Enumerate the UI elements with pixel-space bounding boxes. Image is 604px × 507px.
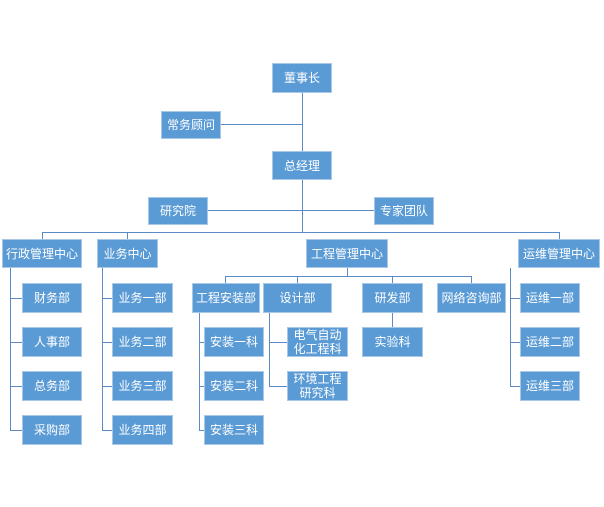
connector bbox=[42, 232, 560, 233]
node-ops-center[interactable]: 运维管理中心 bbox=[518, 239, 600, 268]
node-eng-dept[interactable]: 研发部 bbox=[362, 283, 423, 313]
connector bbox=[42, 232, 43, 239]
connector bbox=[10, 268, 11, 430]
connector bbox=[225, 276, 472, 277]
node-admin-dept[interactable]: 采购部 bbox=[22, 415, 82, 445]
connector bbox=[559, 232, 560, 239]
node-admin-dept[interactable]: 人事部 bbox=[22, 327, 82, 357]
node-advisor[interactable]: 常务顾问 bbox=[161, 111, 221, 139]
connector bbox=[208, 210, 374, 211]
node-business-dept[interactable]: 业务一部 bbox=[112, 283, 173, 313]
node-lab-section[interactable]: 实验科 bbox=[362, 327, 423, 357]
node-admin-dept[interactable]: 总务部 bbox=[22, 371, 82, 401]
node-ops-dept[interactable]: 运维二部 bbox=[520, 327, 580, 357]
node-experts[interactable]: 专家团队 bbox=[374, 197, 434, 225]
node-business-dept[interactable]: 业务三部 bbox=[112, 371, 173, 401]
node-eng-center[interactable]: 工程管理中心 bbox=[306, 239, 388, 268]
node-gm[interactable]: 总经理 bbox=[272, 151, 332, 180]
node-admin-dept[interactable]: 财务部 bbox=[22, 283, 82, 313]
node-business-center[interactable]: 业务中心 bbox=[97, 239, 158, 268]
node-eng-dept[interactable]: 工程安装部 bbox=[192, 283, 260, 313]
node-eng-dept[interactable]: 设计部 bbox=[263, 283, 332, 313]
node-design-section[interactable]: 环境工程研究科 bbox=[287, 371, 348, 401]
node-chairman[interactable]: 董事长 bbox=[272, 63, 332, 93]
node-install-section[interactable]: 安装三科 bbox=[204, 415, 264, 445]
node-ops-dept[interactable]: 运维一部 bbox=[520, 283, 580, 313]
node-business-dept[interactable]: 业务四部 bbox=[112, 415, 173, 445]
connector bbox=[221, 124, 302, 125]
node-install-section[interactable]: 安装一科 bbox=[204, 327, 264, 357]
node-design-section[interactable]: 电气自动化工程科 bbox=[287, 327, 348, 357]
node-eng-dept[interactable]: 网络咨询部 bbox=[437, 283, 506, 313]
node-institute[interactable]: 研究院 bbox=[148, 197, 208, 225]
node-business-dept[interactable]: 业务二部 bbox=[112, 327, 173, 357]
node-ops-dept[interactable]: 运维三部 bbox=[520, 371, 580, 401]
connector bbox=[102, 268, 103, 430]
connector bbox=[127, 232, 128, 239]
node-admin-center[interactable]: 行政管理中心 bbox=[2, 239, 82, 268]
node-install-section[interactable]: 安装二科 bbox=[204, 371, 264, 401]
